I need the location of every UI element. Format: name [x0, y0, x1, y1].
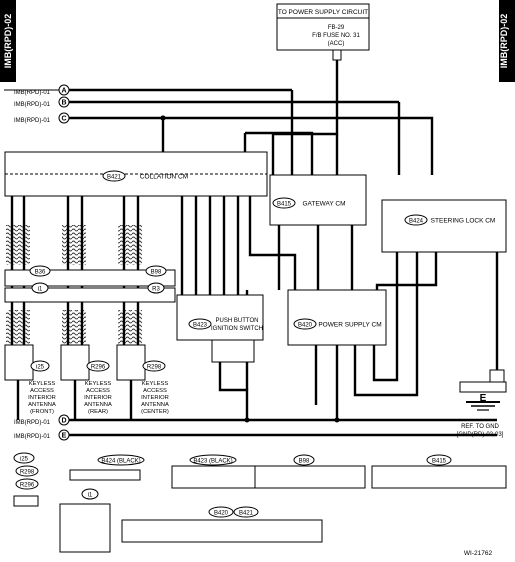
antenna-center: R298 KEYLESS ACCESS INTERIOR ANTENNA (CE… — [116, 344, 169, 415]
push-button-ignition-switch: B423 PUSH BUTTON IGNITION SWITCH — [176, 294, 264, 363]
svg-text:E: E — [480, 393, 487, 404]
collation-cm: B421 COLLATION CM — [4, 151, 268, 197]
svg-text:E: E — [62, 433, 67, 440]
antenna-rear: R296 KEYLESS ACCESS INTERIOR ANTENNA (RE… — [60, 344, 112, 415]
svg-text:B420: B420 — [214, 511, 229, 517]
svg-text:C: C — [61, 116, 66, 123]
svg-text:R296: R296 — [91, 365, 106, 371]
svg-text:STEERING LOCK CM: STEERING LOCK CM — [431, 218, 496, 225]
svg-text:ANTENNA: ANTENNA — [84, 402, 112, 408]
svg-text:COLLATION CM: COLLATION CM — [140, 174, 188, 181]
svg-text:ANTENNA: ANTENNA — [141, 402, 169, 408]
antenna-front: i25 KEYLESS ACCESS INTERIOR ANTENNA (FRO… — [4, 344, 56, 415]
svg-text:(ACC): (ACC) — [328, 41, 345, 47]
svg-text:B: B — [61, 100, 66, 107]
svg-text:B420: B420 — [298, 323, 313, 329]
connector-legend: i25 R298 R296 B424 (BLACK) B423 (BLACK) … — [13, 452, 507, 553]
ground-symbol: E REF. TO GND [GND(RD)-02-03] — [457, 369, 507, 438]
svg-text:ACCESS: ACCESS — [143, 388, 167, 394]
svg-text:i25: i25 — [20, 457, 29, 463]
svg-text:F/B FUSE NO. 31: F/B FUSE NO. 31 — [312, 33, 360, 39]
svg-text:IMB(RPD)-01: IMB(RPD)-01 — [14, 434, 51, 440]
power-supply-circuit-box: TO POWER SUPPLY CIRCUIT FB-29 F/B FUSE N… — [276, 3, 370, 61]
ref-line-b: IMB(RPD)-01 B — [14, 96, 399, 108]
svg-text:KEYLESS: KEYLESS — [142, 381, 169, 387]
svg-text:INTERIOR: INTERIOR — [28, 395, 56, 401]
svg-text:B421: B421 — [107, 175, 122, 181]
svg-text:(REAR): (REAR) — [88, 409, 108, 415]
antenna-harness: B36 i1 B98 R3 — [4, 225, 176, 345]
svg-text:B98: B98 — [299, 459, 310, 465]
ref-line-e: IMB(RPD)-01 E — [14, 429, 497, 441]
svg-text:IMB(RPD)-02: IMB(RPD)-02 — [499, 14, 509, 69]
svg-text:D: D — [61, 418, 66, 425]
svg-text:PUSH BUTTON: PUSH BUTTON — [216, 318, 259, 324]
svg-text:A: A — [61, 88, 66, 95]
svg-text:INTERIOR: INTERIOR — [84, 395, 112, 401]
svg-text:B415: B415 — [277, 202, 292, 208]
svg-text:B36: B36 — [35, 270, 46, 276]
svg-text:i25: i25 — [36, 365, 45, 371]
steering-lock-cm: B424 STEERING LOCK CM — [381, 199, 507, 253]
svg-text:B98: B98 — [151, 270, 162, 276]
svg-text:R3: R3 — [152, 287, 160, 293]
figure-id: WI-21762 — [464, 550, 493, 557]
svg-text:FB-29: FB-29 — [328, 25, 345, 31]
svg-text:B424: B424 — [409, 219, 424, 225]
svg-text:[GND(RD)-02-03]: [GND(RD)-02-03] — [457, 432, 504, 438]
svg-text:KEYLESS: KEYLESS — [29, 381, 56, 387]
svg-text:IMB(RPD)-01: IMB(RPD)-01 — [14, 90, 51, 96]
svg-text:B421: B421 — [239, 511, 254, 517]
svg-text:GATEWAY CM: GATEWAY CM — [302, 201, 345, 208]
svg-text:(FRONT): (FRONT) — [30, 409, 54, 415]
svg-text:ACCESS: ACCESS — [30, 388, 54, 394]
svg-text:KEYLESS: KEYLESS — [85, 381, 112, 387]
svg-text:i1: i1 — [88, 493, 93, 499]
right-side-label: IMB(RPD)-02 — [499, 0, 515, 82]
svg-text:B424 (BLACK): B424 (BLACK) — [101, 459, 140, 465]
ref-line-d: IMB(RPD)-01 D — [14, 414, 497, 426]
svg-text:REF. TO GND: REF. TO GND — [461, 424, 499, 430]
svg-text:TO POWER SUPPLY CIRCUIT: TO POWER SUPPLY CIRCUIT — [278, 9, 368, 16]
svg-text:R296: R296 — [20, 483, 35, 489]
power-supply-cm: B420 POWER SUPPLY CM — [287, 289, 387, 346]
svg-text:(CENTER): (CENTER) — [141, 409, 169, 415]
svg-text:ANTENNA: ANTENNA — [28, 402, 56, 408]
junction-dots — [160, 115, 340, 423]
svg-text:B423 (BLACK): B423 (BLACK) — [193, 459, 232, 465]
svg-text:POWER SUPPLY CM: POWER SUPPLY CM — [318, 322, 381, 329]
svg-text:B415: B415 — [432, 459, 447, 465]
ref-line-a: IMB(RPD)-01 A — [4, 84, 292, 96]
left-side-label: IMB(RPD)-02 — [0, 0, 16, 82]
svg-text:IMB(RPD)-01: IMB(RPD)-01 — [14, 118, 51, 124]
gateway-cm: B415 GATEWAY CM — [269, 174, 367, 226]
ref-line-c: IMB(RPD)-01 C — [14, 112, 166, 124]
svg-text:R298: R298 — [20, 470, 35, 476]
svg-text:IGNITION SWITCH: IGNITION SWITCH — [211, 326, 263, 332]
svg-text:IMB(RPD)-01: IMB(RPD)-01 — [14, 420, 51, 426]
svg-text:IMB(RPD)-01: IMB(RPD)-01 — [14, 102, 51, 108]
svg-text:R298: R298 — [147, 365, 162, 371]
svg-text:ACCESS: ACCESS — [86, 388, 110, 394]
svg-text:IMB(RPD)-02: IMB(RPD)-02 — [3, 14, 13, 69]
svg-text:B423: B423 — [193, 323, 208, 329]
svg-text:i1: i1 — [38, 287, 43, 293]
svg-text:INTERIOR: INTERIOR — [141, 395, 169, 401]
